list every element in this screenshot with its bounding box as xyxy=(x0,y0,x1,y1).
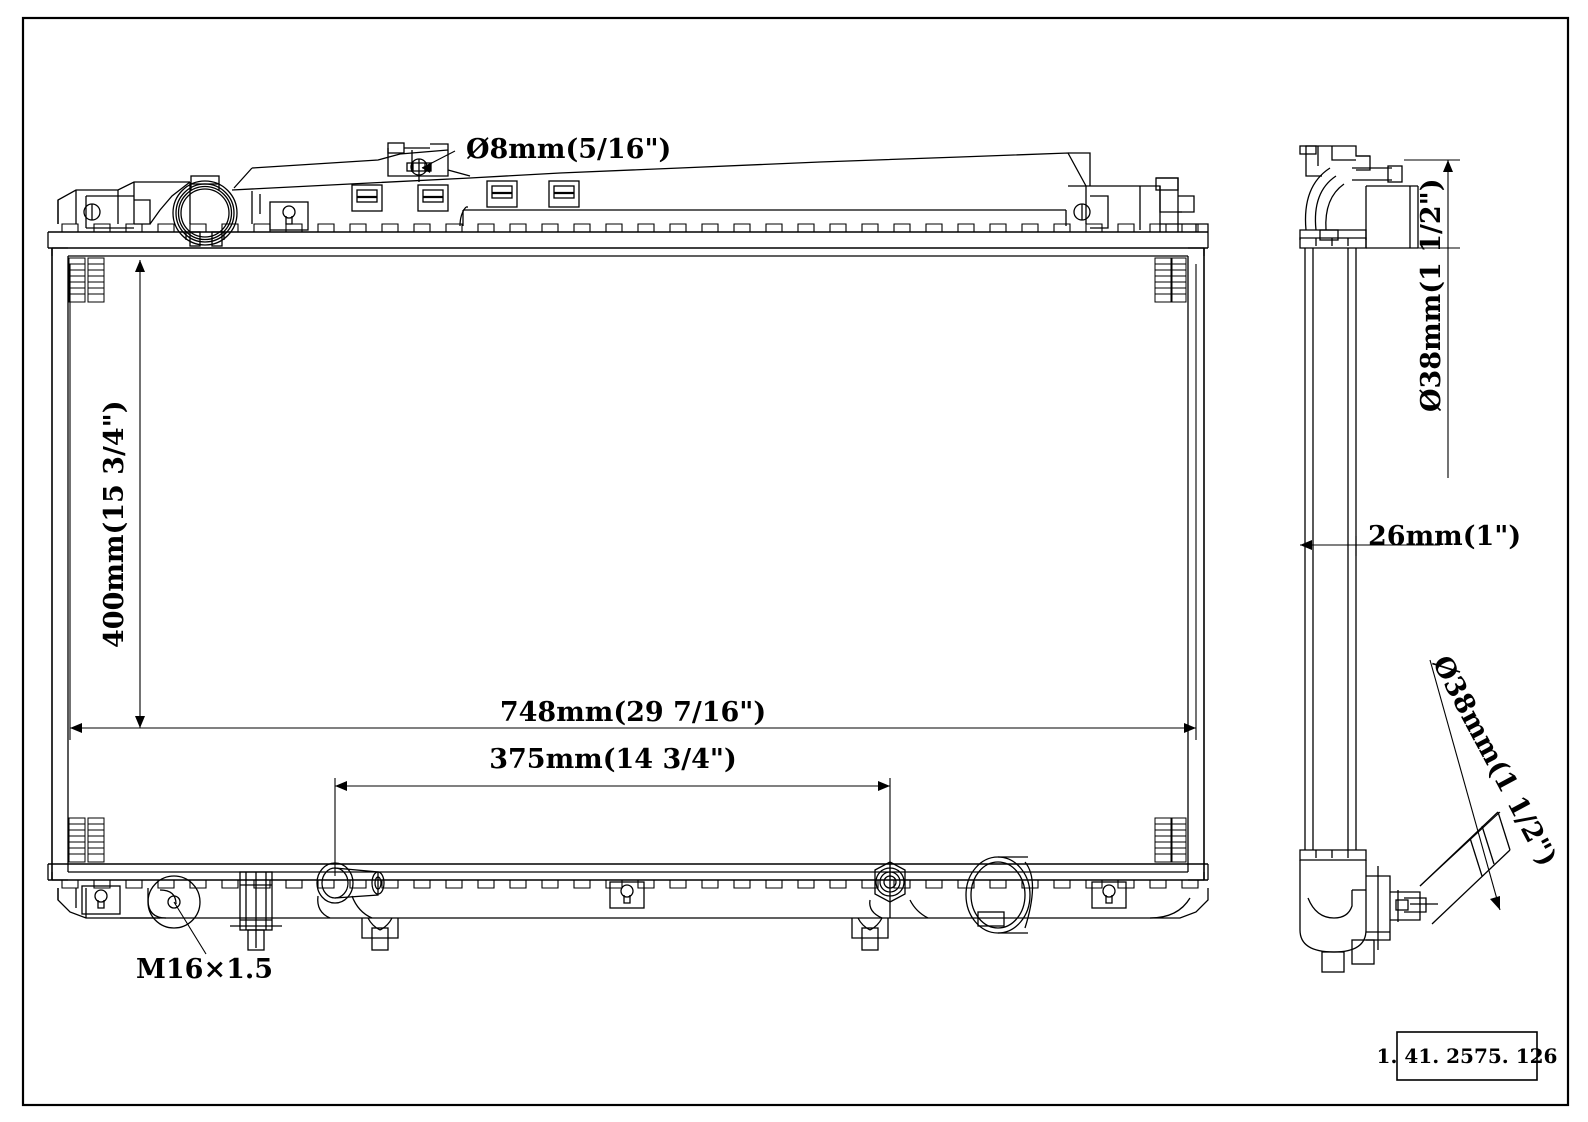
drain-plug xyxy=(147,875,201,929)
oil-cooler-fitting-left xyxy=(230,871,282,951)
dim-line-38mm-diagonal xyxy=(1429,659,1501,911)
part-number-text: 1. 41. 2575. 126 xyxy=(1377,1044,1558,1068)
dim-label-core-width: 748mm(29 7/16") xyxy=(500,697,766,728)
dim-label-port-spacing: 375mm(14 3/4") xyxy=(489,744,737,775)
bottom-bracket-right xyxy=(1091,881,1127,909)
dim-label-core-height: 400mm(15 3/4") xyxy=(99,400,130,648)
bleeder-valve-assembly xyxy=(387,142,471,182)
dim-label-inlet-diameter: Ø38mm(1 1/2") xyxy=(1416,179,1447,412)
title-block-frame xyxy=(1396,1031,1538,1081)
top-mount-clip-1 xyxy=(351,184,383,212)
top-tank-assembly xyxy=(47,142,1209,249)
title-block: 1. 41. 2575. 126 xyxy=(1377,1031,1558,1081)
bottom-tank-assembly xyxy=(47,856,1209,951)
dim-label-core-depth: 26mm(1") xyxy=(1368,521,1521,552)
top-mount-clip-2 xyxy=(417,184,449,212)
tank-latch-bracket-left xyxy=(269,201,309,231)
filler-neck-front xyxy=(172,175,238,247)
core-fin-corner-detail xyxy=(68,257,1187,863)
bottom-bracket-left xyxy=(81,885,121,915)
dimension-lines xyxy=(69,150,1501,955)
leader-m16 xyxy=(173,901,207,955)
outlet-neck-front xyxy=(965,856,1034,934)
side-view-assembly xyxy=(1299,145,1511,973)
top-mount-clip-4 xyxy=(548,180,580,208)
sheet-border xyxy=(21,16,1570,1107)
dim-label-drain-thread: M16×1.5 xyxy=(136,954,273,985)
top-mount-clip-3 xyxy=(486,180,518,208)
bottom-bracket-center xyxy=(609,881,645,909)
bottom-mount-foot-2 xyxy=(851,917,889,951)
transmission-cooler-port-left xyxy=(316,862,385,919)
header-crimp-tabs xyxy=(61,223,1199,232)
dim-label-filler-hole: Ø8mm(5/16") xyxy=(466,134,671,165)
bottom-mount-foot-1 xyxy=(361,917,399,951)
